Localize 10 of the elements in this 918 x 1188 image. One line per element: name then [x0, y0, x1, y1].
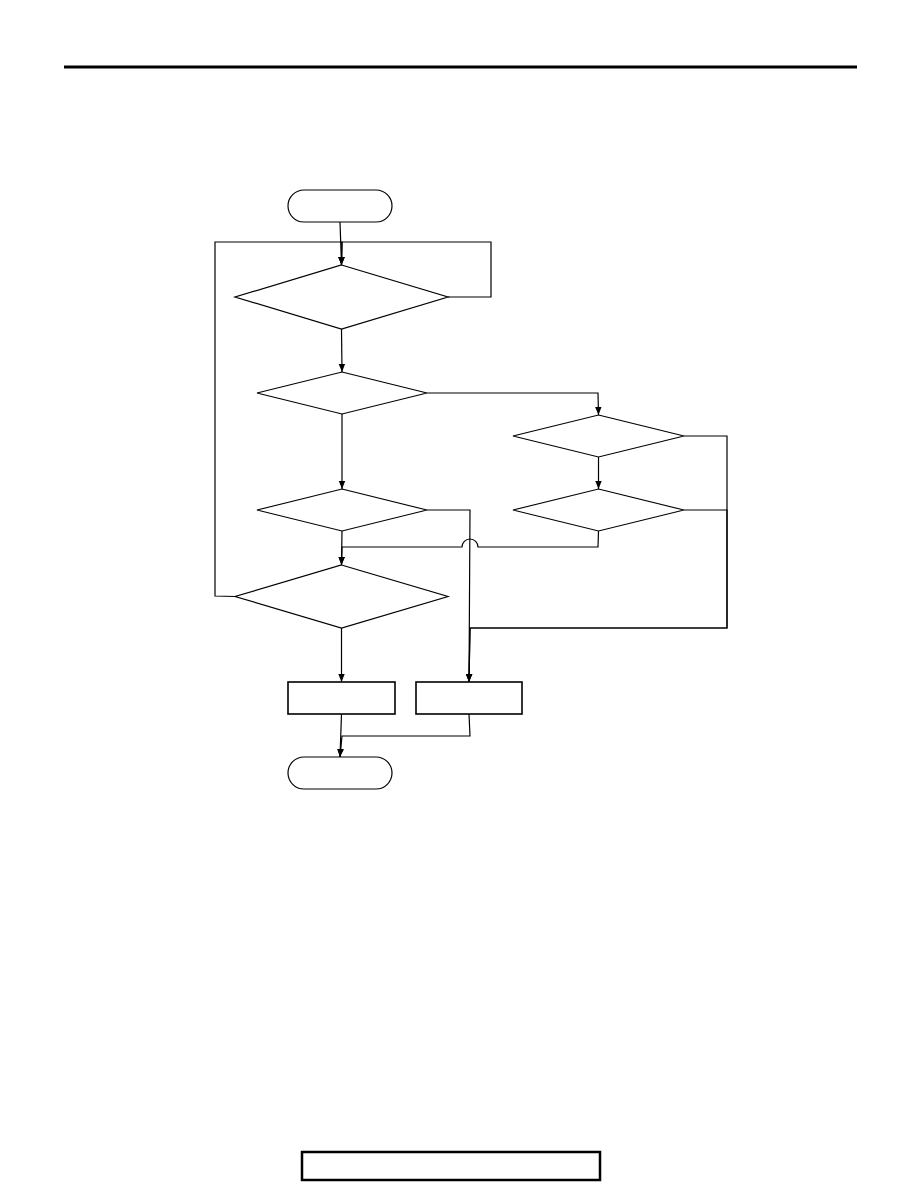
arrow — [337, 713, 471, 758]
arrow — [338, 413, 346, 490]
arrow — [214, 241, 345, 598]
arrow — [465, 509, 728, 683]
arrow — [338, 530, 600, 566]
arrow — [338, 328, 346, 373]
arrow — [337, 713, 344, 758]
arrow — [595, 456, 602, 490]
arrow — [338, 627, 345, 683]
arrow — [426, 392, 602, 416]
